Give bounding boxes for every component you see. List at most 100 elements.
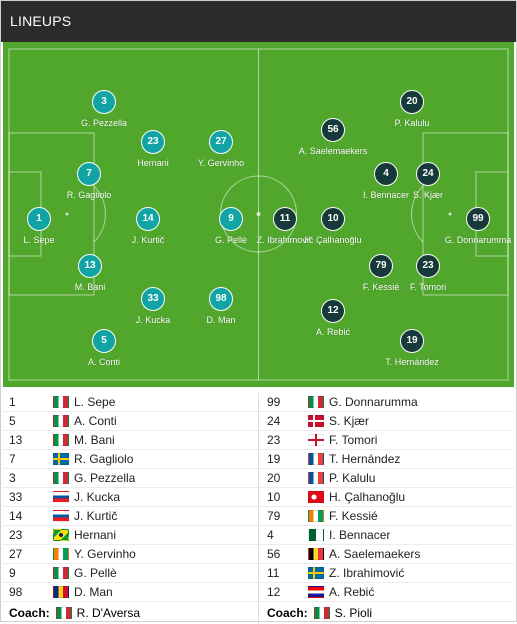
player-name[interactable]: G. Donnarumma xyxy=(329,395,418,409)
pitch-player: 7 R. Gagliolo xyxy=(49,162,129,200)
shirt-number: 20 xyxy=(267,471,281,485)
player-number-badge: 19 xyxy=(400,329,424,353)
lineup-row: 12 A. Rebić xyxy=(259,583,514,602)
coach-row: Coach: S. Pioli xyxy=(259,602,514,624)
shirt-number: 19 xyxy=(267,452,281,466)
italy-flag-icon xyxy=(53,434,69,446)
player-number-badge: 11 xyxy=(273,207,297,231)
player-name[interactable]: A. Conti xyxy=(74,414,117,428)
croatia-flag-icon xyxy=(308,586,324,598)
shirt-number: 13 xyxy=(9,433,23,447)
player-number-badge: 56 xyxy=(321,118,345,142)
player-number-badge: 10 xyxy=(321,207,345,231)
shirt-number: 24 xyxy=(267,414,281,428)
lineup-row: 13 M. Bani xyxy=(3,431,258,450)
player-name[interactable]: G. Pezzella xyxy=(74,471,136,485)
shirt-number: 79 xyxy=(267,509,281,523)
player-name[interactable]: G. Pellè xyxy=(74,566,117,580)
shirt-number: 5 xyxy=(9,414,16,428)
player-name[interactable]: A. Saelemaekers xyxy=(329,547,421,561)
player-name[interactable]: A. Rebić xyxy=(329,585,375,599)
player-name: G. Donnarumma xyxy=(444,235,512,245)
turkey-flag-icon xyxy=(308,491,324,503)
player-name[interactable]: J. Kurtič xyxy=(74,509,118,523)
player-name: L. Sepe xyxy=(23,235,55,245)
sweden-flag-icon xyxy=(53,453,69,465)
lineup-row: 23 Hernani xyxy=(3,526,258,545)
player-name[interactable]: F. Tomori xyxy=(329,433,378,447)
denmark-flag-icon xyxy=(308,415,324,427)
away-lineup-list: 99 G. Donnarumma 24 S. Kjær 23 F. Tomori 19 T. … xyxy=(259,393,514,624)
player-name: H. Çalhanoğlu xyxy=(304,235,362,245)
shirt-number: 23 xyxy=(267,433,281,447)
player-number-badge: 79 xyxy=(369,254,393,278)
player-name: S. Kjær xyxy=(412,190,443,200)
ivory-coast-flag-icon xyxy=(53,548,69,560)
lineup-row: 24 S. Kjær xyxy=(259,412,514,431)
lineup-row: 56 A. Saelemaekers xyxy=(259,545,514,564)
italy-flag-icon xyxy=(53,567,69,579)
slovakia-flag-icon xyxy=(53,491,69,503)
lineup-row: 5 A. Conti xyxy=(3,412,258,431)
coach-name[interactable]: R. D'Aversa xyxy=(76,606,141,620)
player-name[interactable]: Z. Ibrahimović xyxy=(329,566,405,580)
player-name[interactable]: I. Bennacer xyxy=(329,528,391,542)
france-flag-icon xyxy=(308,472,324,484)
player-name[interactable]: J. Kucka xyxy=(74,490,121,504)
player-number-badge: 3 xyxy=(92,90,116,114)
player-name: A. Conti xyxy=(87,357,120,367)
player-name[interactable]: L. Sepe xyxy=(74,395,116,409)
player-name: Z. Ibrahimović xyxy=(256,235,314,245)
player-name[interactable]: D. Man xyxy=(74,585,113,599)
coach-name[interactable]: S. Pioli xyxy=(334,606,373,620)
player-name: M. Bani xyxy=(74,282,106,292)
player-name[interactable]: T. Hernández xyxy=(329,452,401,466)
player-name[interactable]: Y. Gervinho xyxy=(74,547,136,561)
shirt-number: 56 xyxy=(267,547,281,561)
player-name: R. Gagliolo xyxy=(66,190,112,200)
player-name: J. Kurtič xyxy=(131,235,165,245)
player-number-badge: 99 xyxy=(466,207,490,231)
shirt-number: 12 xyxy=(267,585,281,599)
lineup-row: 99 G. Donnarumma xyxy=(259,393,514,412)
player-name: Hernani xyxy=(137,158,169,168)
player-name: I. Bennacer xyxy=(362,190,410,200)
shirt-number: 23 xyxy=(9,528,23,542)
player-name[interactable]: F. Kessié xyxy=(329,509,378,523)
italy-flag-icon xyxy=(53,472,69,484)
shirt-number: 99 xyxy=(267,395,281,409)
coach-label: Coach: xyxy=(267,606,308,620)
italy-flag-icon xyxy=(53,415,69,427)
player-name[interactable]: R. Gagliolo xyxy=(74,452,134,466)
lineup-row: 23 F. Tomori xyxy=(259,431,514,450)
player-name[interactable]: S. Kjær xyxy=(329,414,370,428)
player-number-badge: 9 xyxy=(219,207,243,231)
player-name[interactable]: H. Çalhanoğlu xyxy=(329,490,406,504)
player-number-badge: 5 xyxy=(92,329,116,353)
player-name[interactable]: M. Bani xyxy=(74,433,115,447)
player-number-badge: 7 xyxy=(77,162,101,186)
pitch-player: 11 Z. Ibrahimović xyxy=(245,207,325,245)
player-name[interactable]: Hernani xyxy=(74,528,117,542)
player-number-badge: 12 xyxy=(321,299,345,323)
brazil-flag-icon xyxy=(53,529,69,541)
italy-flag-icon xyxy=(53,396,69,408)
player-number-badge: 98 xyxy=(209,287,233,311)
player-name[interactable]: P. Kalulu xyxy=(329,471,376,485)
player-number-badge: 33 xyxy=(141,287,165,311)
